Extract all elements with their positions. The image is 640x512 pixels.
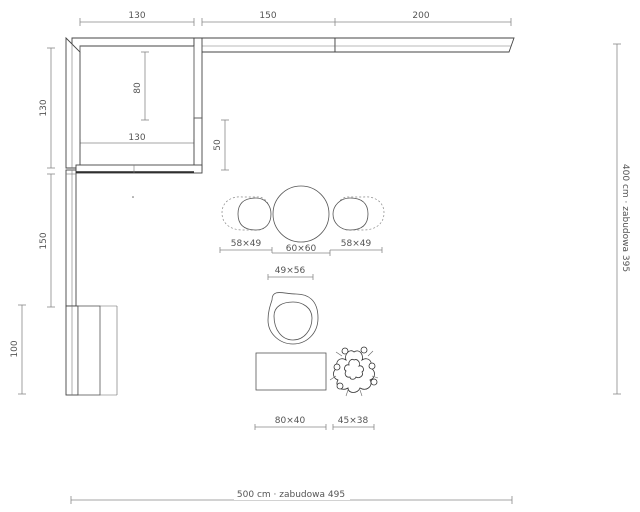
dim-short-depth-label: 50 (213, 139, 223, 151)
round-table (272, 185, 330, 243)
dim-inner-width-label: 130 (128, 133, 145, 143)
dim-right-total-label: 400 cm · zabudowa 395 (620, 164, 630, 272)
dim-top-right-label: 200 (412, 11, 429, 21)
dim-upper-depth: 80 (133, 51, 149, 121)
chair-left (221, 196, 272, 231)
dim-table-round-label: 60×60 (286, 244, 317, 254)
dim-top-right: 200 (335, 11, 512, 26)
dim-top-mid: 150 (201, 11, 336, 26)
dim-left-upper-label: 130 (39, 99, 49, 116)
dim-left-upper: 130 (39, 47, 55, 169)
bench-top (255, 352, 327, 391)
cabinet-left-lower (65, 305, 118, 396)
dim-bench-label: 80×40 (275, 416, 306, 426)
dining-set: 58×49 60×60 58×49 (219, 185, 385, 256)
cabinet-left-mid (65, 169, 77, 307)
dim-left-lower: 100 (10, 304, 26, 395)
corner-counter (75, 37, 203, 198)
dim-upper-depth-label: 80 (133, 82, 143, 94)
dim-plant-label: 45×38 (338, 416, 369, 426)
dim-left-mid: 150 (39, 173, 55, 308)
cabinet-left-upper (65, 36, 81, 169)
dim-bottom-total: 500 cm · zabudowa 495 (70, 488, 513, 504)
bench: 80×40 (254, 352, 327, 430)
dim-chair-left: 58×49 (219, 239, 273, 253)
dim-left-lower-label: 100 (10, 340, 20, 357)
chair-right (332, 196, 385, 231)
dim-bottom-total-label: 500 cm · zabudowa 495 (237, 490, 345, 500)
dim-chair-right-label: 58×49 (341, 239, 372, 249)
dim-chair-right: 58×49 (330, 239, 383, 253)
plant: 45×38 (329, 346, 379, 430)
armchair: 49×56 (267, 266, 319, 345)
dim-inner-width: 130 (79, 133, 195, 147)
dim-armchair-label: 49×56 (275, 266, 306, 276)
dim-left-mid-label: 150 (39, 232, 49, 249)
dim-top-mid-label: 150 (259, 11, 276, 21)
dim-table-round: 60×60 (272, 244, 331, 256)
dim-right-total: 400 cm · zabudowa 395 (613, 43, 630, 395)
dim-chair-left-label: 58×49 (231, 239, 262, 249)
dim-top-left: 130 (79, 11, 195, 26)
dim-top-left-label: 130 (128, 11, 145, 21)
dim-short-depth: 50 (213, 119, 229, 171)
cabinet-top-row (71, 37, 515, 53)
